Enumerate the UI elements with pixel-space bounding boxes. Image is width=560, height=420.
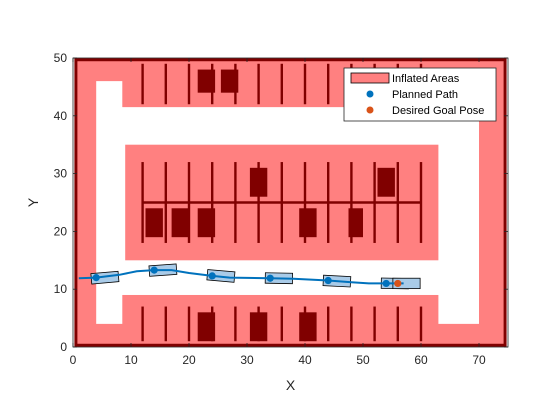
x-tick-label-5: 50 bbox=[356, 353, 370, 367]
y-tick-label-5: 50 bbox=[54, 51, 68, 65]
parked-car-obstacle-7 bbox=[299, 208, 317, 238]
y-tick-label-0: 0 bbox=[60, 340, 67, 354]
parked-car-obstacle-5 bbox=[171, 208, 189, 238]
legend: Inflated Areas Planned Path Desired Goal… bbox=[343, 67, 497, 122]
y-tick-label-3: 30 bbox=[54, 167, 68, 181]
legend-inflated-swatch bbox=[350, 72, 390, 84]
x-tick-label-1: 10 bbox=[124, 353, 138, 367]
parked-car-obstacle-8 bbox=[348, 208, 363, 238]
planned-path-line bbox=[78, 269, 404, 285]
legend-label-desired-goal-pose: Desired Goal Pose bbox=[392, 105, 484, 117]
planned-path-point-4 bbox=[324, 276, 332, 285]
goal-pose-point bbox=[394, 279, 402, 288]
y-tick-label-4: 40 bbox=[54, 109, 68, 123]
axes-box bbox=[72, 57, 509, 348]
y-axis-label: Y bbox=[25, 197, 41, 207]
parked-car-obstacle-3 bbox=[377, 167, 395, 197]
vehicle-footprint-0 bbox=[90, 270, 120, 285]
planned-path-point-1 bbox=[150, 266, 158, 274]
inflated-area-1 bbox=[75, 58, 97, 347]
parked-car-obstacle-11 bbox=[299, 312, 317, 342]
outer-wall bbox=[74, 58, 507, 347]
planned-path-point-5 bbox=[382, 279, 390, 288]
planned-path-point-3 bbox=[266, 274, 274, 282]
x-tick-label-2: 20 bbox=[182, 353, 196, 367]
planned-path-point-2 bbox=[208, 272, 216, 280]
legend-label-planned-path: Planned Path bbox=[392, 89, 458, 101]
legend-goal-pose-marker bbox=[366, 106, 374, 114]
y-tick-label-1: 10 bbox=[54, 282, 68, 296]
x-tick-label-3: 30 bbox=[240, 353, 254, 367]
y-tick-label-2: 20 bbox=[54, 224, 68, 238]
parked-car-obstacle-2 bbox=[249, 167, 268, 197]
x-tick-label-0: 0 bbox=[70, 353, 77, 367]
parked-car-obstacle-10 bbox=[249, 312, 268, 342]
legend-label-inflated-areas: Inflated Areas bbox=[392, 73, 460, 85]
parked-car-obstacle-9 bbox=[197, 312, 216, 342]
parked-car-obstacle-6 bbox=[197, 208, 216, 238]
parked-car-obstacle-0 bbox=[197, 69, 216, 93]
legend-planned-path-marker bbox=[366, 90, 374, 98]
x-tick-label-6: 60 bbox=[414, 353, 428, 367]
x-tick-label-4: 40 bbox=[298, 353, 312, 367]
x-tick-label-7: 70 bbox=[472, 353, 486, 367]
parked-car-obstacle-1 bbox=[220, 69, 239, 93]
axes: 0 10 20 30 40 50 60 70 0 10 20 30 40 50 bbox=[54, 51, 509, 367]
parked-car-obstacle-4 bbox=[145, 208, 163, 238]
planned-path-point-0 bbox=[92, 274, 100, 282]
inflated-area-5 bbox=[122, 294, 439, 347]
x-axis-label: X bbox=[286, 377, 296, 393]
